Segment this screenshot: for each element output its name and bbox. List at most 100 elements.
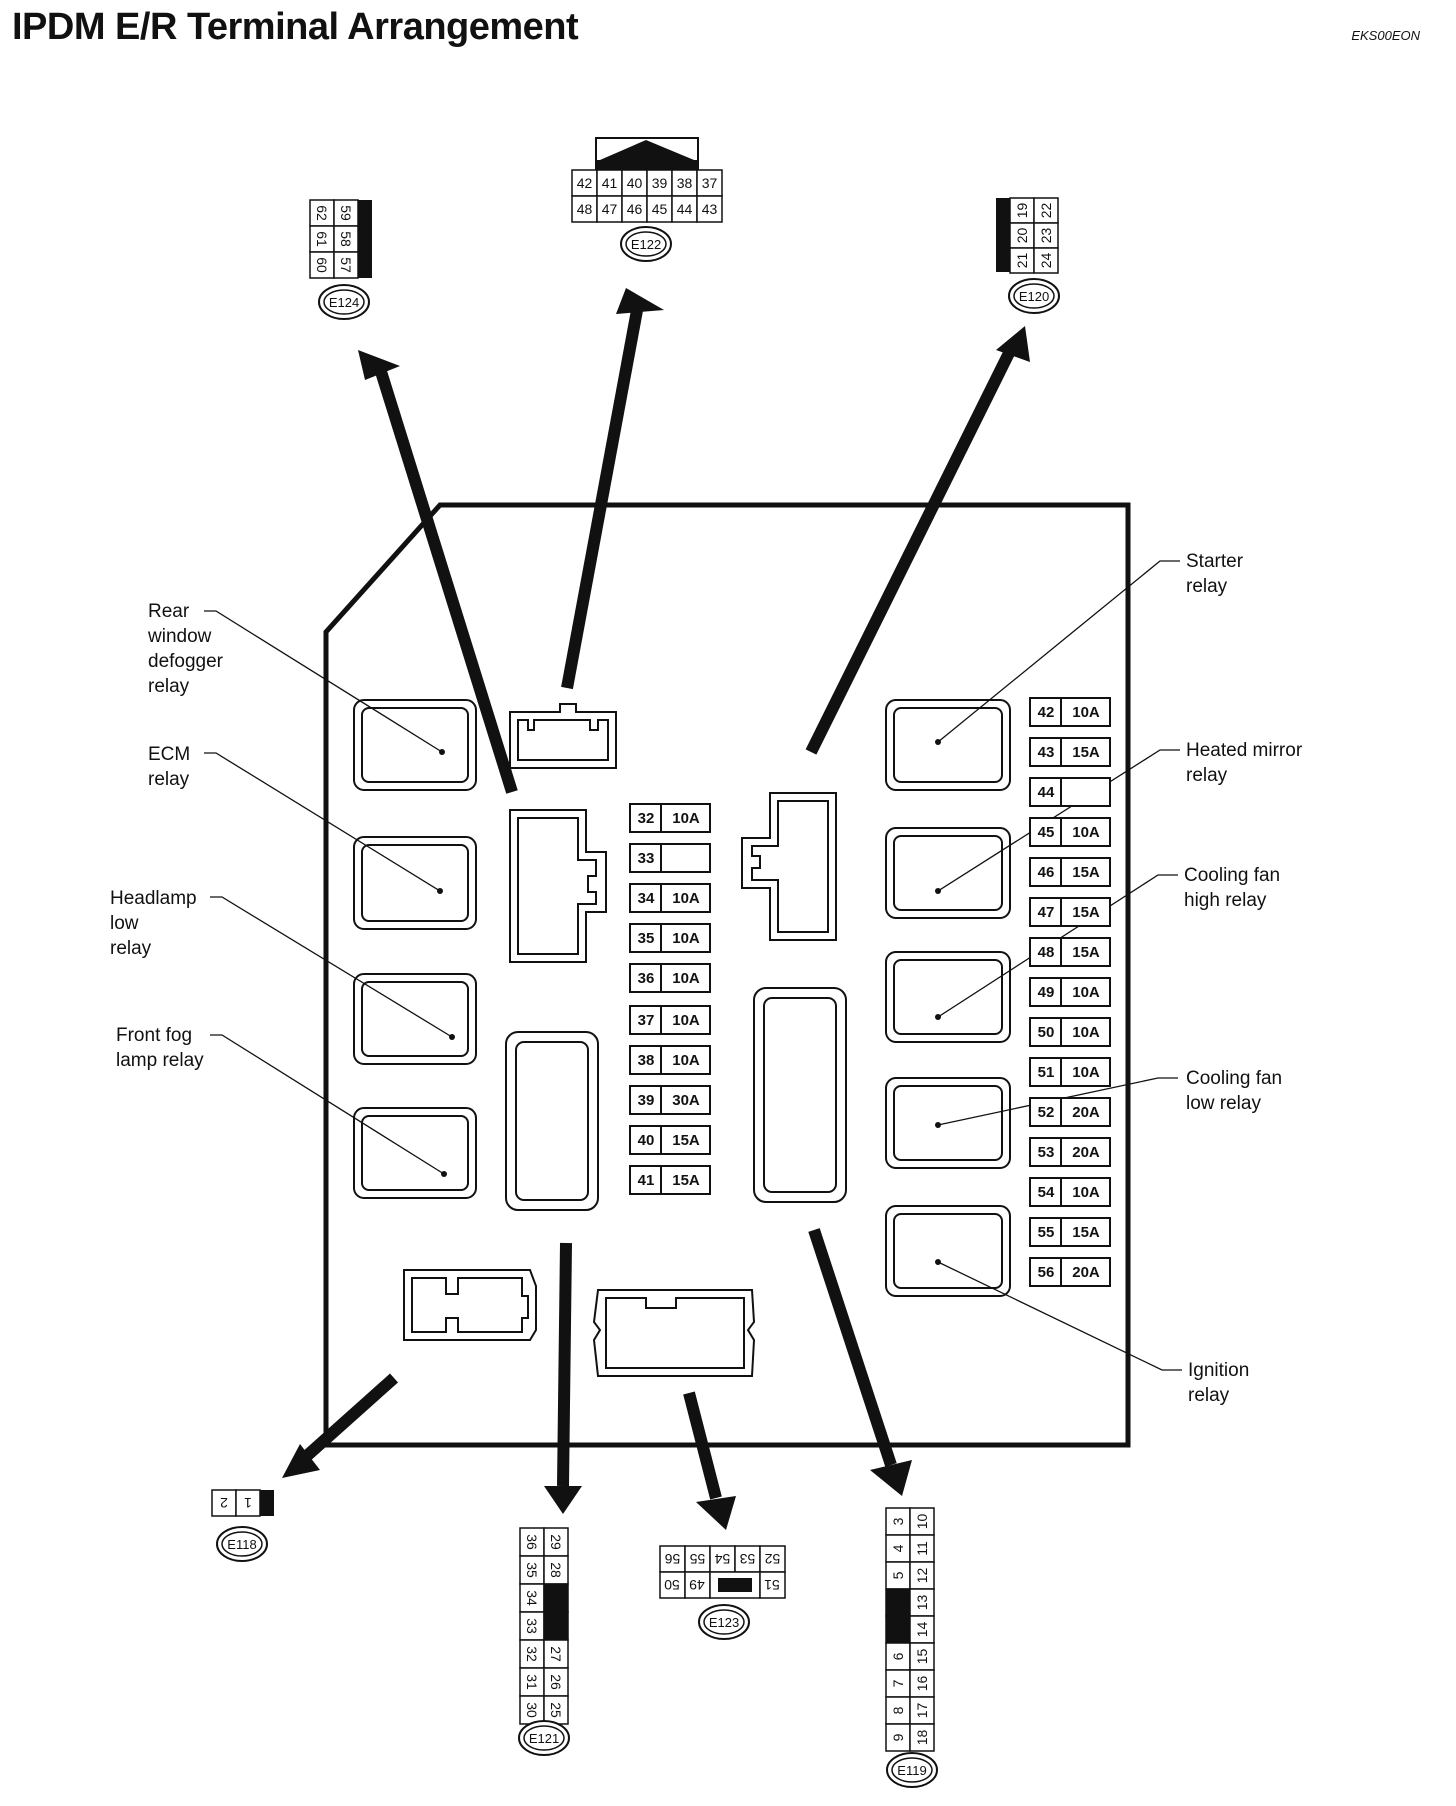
fuse-number: 48 [1038, 944, 1055, 961]
connector-label: E123 [698, 1604, 750, 1640]
terminal-cell [909, 1561, 935, 1590]
terminal-number: 53 [740, 1551, 756, 1567]
terminal-number: 8 [890, 1706, 906, 1714]
connector-name: E121 [529, 1731, 559, 1746]
terminal-number: 48 [577, 201, 593, 217]
terminal-cell [309, 251, 335, 279]
fuse-rating: 20A [1072, 1144, 1100, 1161]
terminal-number: 11 [914, 1541, 930, 1556]
fuse-rating: 15A [1072, 944, 1100, 961]
relay-label-line: Cooling fan [1184, 865, 1280, 886]
relay-cooling-fan-high [885, 951, 1011, 1043]
terminal-number: 58 [338, 231, 354, 247]
terminal-cell [909, 1696, 935, 1725]
leader-cooling-low [937, 1077, 1178, 1126]
terminal-number: 15 [914, 1649, 930, 1665]
fuse-number: 44 [1038, 784, 1055, 801]
relay-label-line: lamp relay [116, 1050, 204, 1071]
fuse-number: 52 [1038, 1104, 1055, 1121]
fuse-43: 43 15A [1029, 737, 1111, 767]
terminal-cell [519, 1611, 545, 1641]
fuse-rating: 10A [672, 810, 700, 827]
fuse-rating: 20A [1072, 1264, 1100, 1281]
relay-label-line: high relay [1184, 890, 1267, 911]
leader-cooling-high [937, 874, 1178, 1018]
fuse-number: 40 [638, 1132, 655, 1149]
terminal-number: 16 [914, 1676, 930, 1692]
terminal-cell [235, 1489, 261, 1517]
fuse-number: 49 [1038, 984, 1055, 1001]
fuse-rating: 15A [672, 1172, 700, 1189]
fuse-rating: 10A [672, 1012, 700, 1029]
arrow-to-e123 [683, 1391, 736, 1530]
socket-e121 [505, 1031, 599, 1211]
fuse-44: 44 [1029, 777, 1111, 807]
terminal-cell [885, 1534, 911, 1563]
terminal-number: 50 [664, 1577, 680, 1593]
terminal-cell [621, 195, 648, 223]
terminal-cell [519, 1555, 545, 1585]
terminal-cell [333, 251, 359, 279]
terminal-number: 19 [1014, 203, 1030, 219]
terminal-number: 23 [1038, 228, 1054, 244]
fuse-rating: 10A [1072, 824, 1100, 841]
terminal-number: 6 [890, 1652, 906, 1660]
terminal-number: 32 [524, 1646, 540, 1662]
terminal-number: 60 [314, 257, 330, 273]
relay-label-line: Headlamp [110, 888, 197, 909]
connector-name: E119 [897, 1763, 926, 1778]
leader-ignition [937, 1261, 1182, 1371]
socket-e122 [509, 703, 617, 769]
terminal-cell [696, 169, 723, 197]
fuse-rating: 10A [672, 1052, 700, 1069]
fuse-number: 42 [1038, 704, 1055, 721]
terminal-number: 25 [548, 1702, 564, 1718]
fuse-rating: 10A [672, 930, 700, 947]
terminal-number: 5 [890, 1571, 906, 1579]
leader-starter [937, 560, 1180, 743]
arrow-to-e122 [561, 288, 664, 690]
fuse-41: 41 15A [629, 1165, 711, 1195]
fuse-number: 55 [1038, 1224, 1055, 1241]
terminal-number: 22 [1038, 203, 1054, 219]
relay-label-line: relay [1186, 765, 1228, 786]
terminal-number: 34 [524, 1590, 540, 1606]
fuse-number: 51 [1038, 1064, 1055, 1081]
terminal-number: 1 [244, 1495, 252, 1511]
terminal-number: 21 [1014, 253, 1030, 269]
fuse-rating: 15A [1072, 744, 1100, 761]
fuse-rating: 15A [1072, 864, 1100, 881]
fuse-number: 41 [638, 1172, 655, 1189]
socket-e123 [592, 1289, 756, 1377]
terminal-number: 18 [914, 1730, 930, 1746]
arrow-to-e118 [282, 1373, 398, 1478]
terminal-number: 57 [338, 257, 354, 273]
label-heated-mirror-relay: Heated mirror relay [1186, 740, 1303, 786]
connector-label: E124 [318, 284, 370, 320]
terminal-number: 43 [702, 201, 718, 217]
fuse-number: 43 [1038, 744, 1055, 761]
relay-label-line: relay [1186, 576, 1228, 597]
terminal-number: 46 [627, 201, 643, 217]
terminal-number: 4 [890, 1544, 906, 1552]
relay-label-line: Front fog [116, 1025, 192, 1046]
fuse-rating: 10A [1072, 984, 1100, 1001]
terminal-cell [909, 1723, 935, 1752]
terminal-number: 17 [914, 1703, 930, 1719]
relay-label-line: Heated mirror [1186, 740, 1303, 761]
terminal-cell [543, 1583, 569, 1613]
